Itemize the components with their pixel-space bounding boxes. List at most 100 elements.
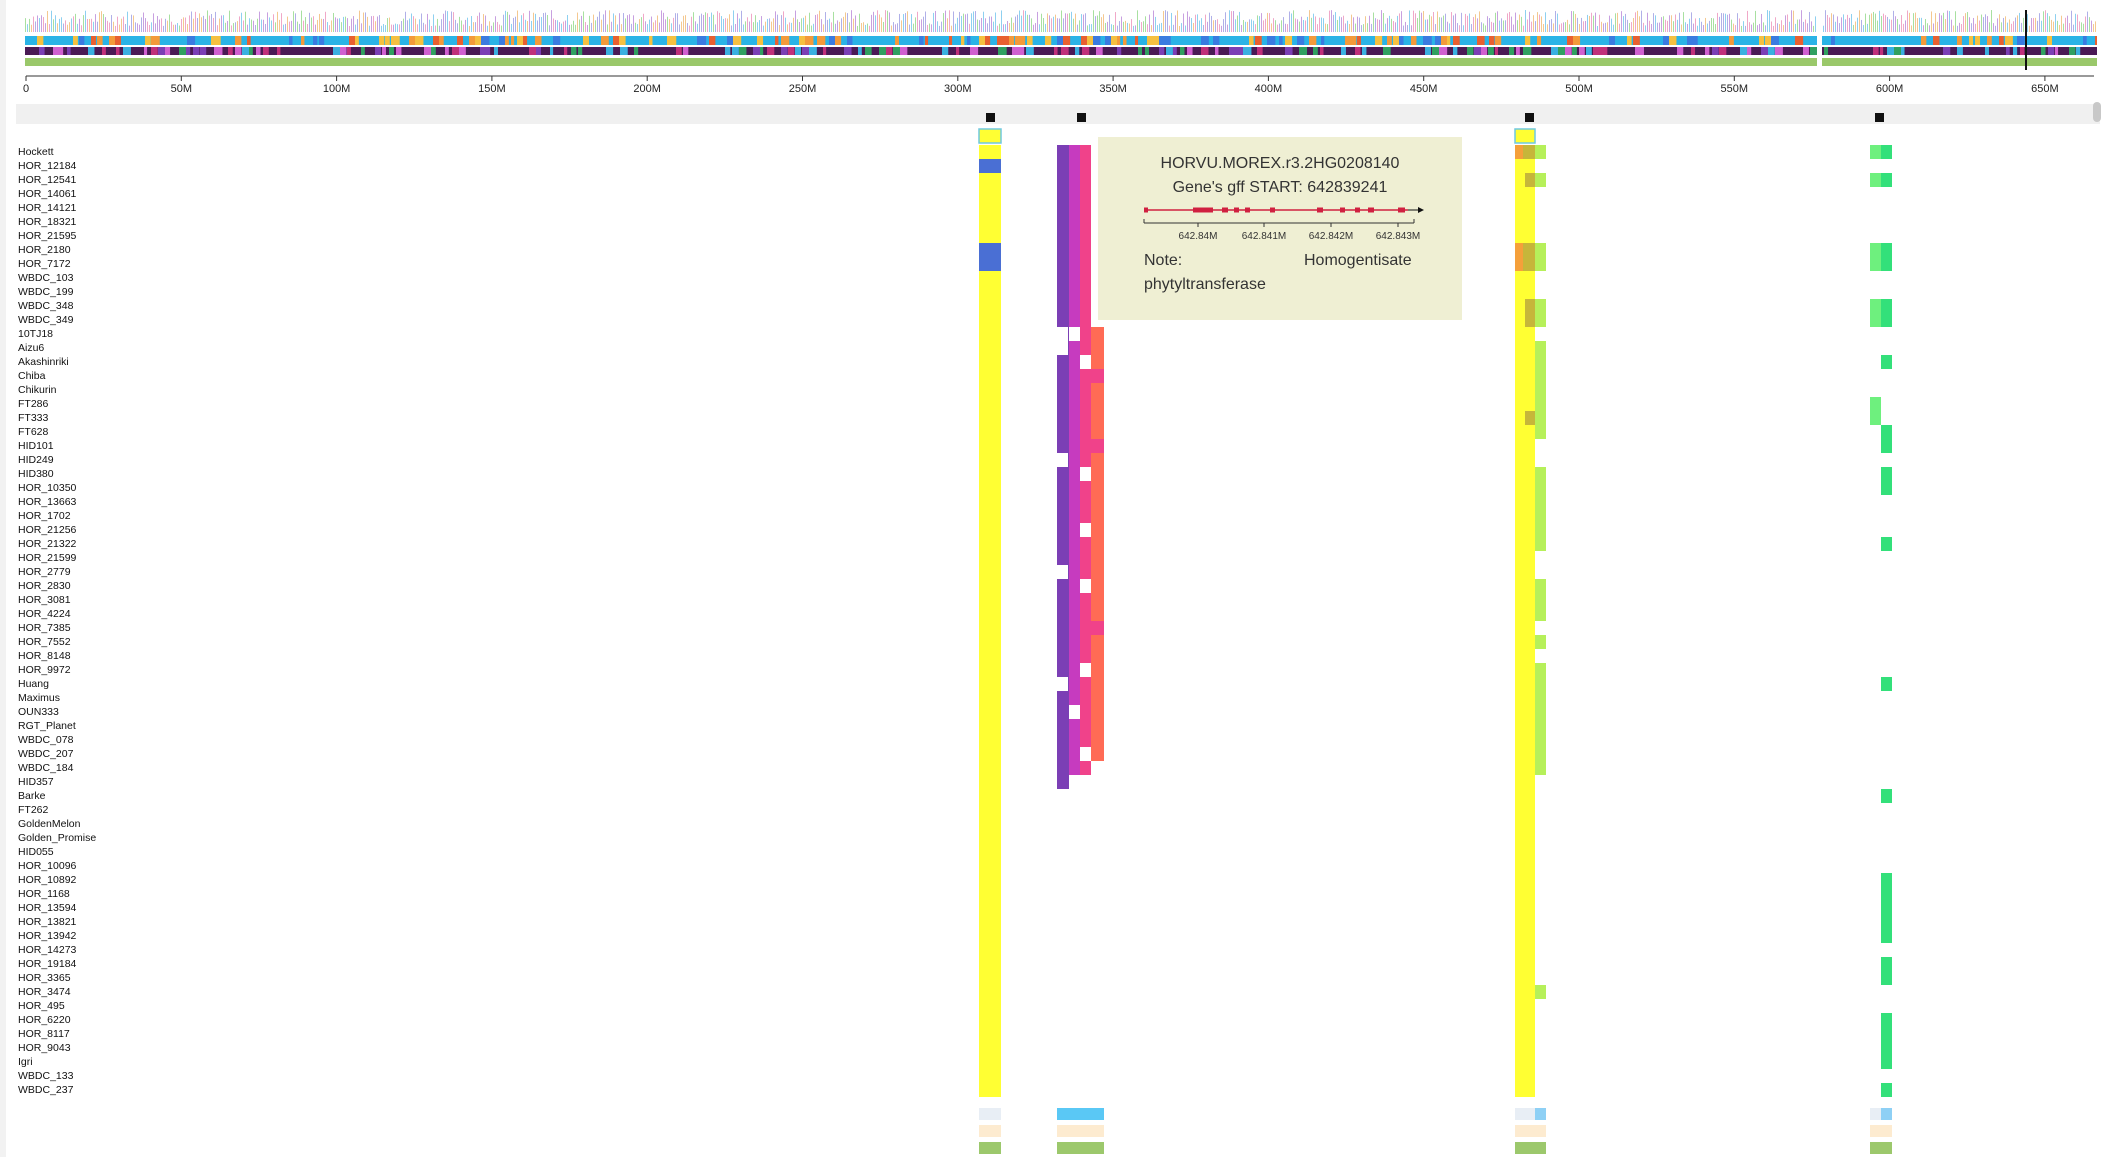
sample-label[interactable]: HOR_19184 <box>18 958 77 970</box>
sample-label[interactable]: HOR_13594 <box>18 902 77 914</box>
sample-label[interactable]: HOR_2830 <box>18 580 71 592</box>
block-handle-4[interactable] <box>1875 113 1884 122</box>
sample-label[interactable]: Akashinriki <box>18 356 69 368</box>
sample-label[interactable]: FT286 <box>18 398 49 410</box>
sample-label[interactable]: WBDC_237 <box>18 1084 74 1096</box>
overview-variant-line <box>1459 25 1460 32</box>
sample-label[interactable]: HID357 <box>18 776 54 788</box>
sample-label[interactable]: FT262 <box>18 804 49 816</box>
sample-label[interactable]: HOR_7385 <box>18 622 71 634</box>
sample-label[interactable]: HOR_13663 <box>18 496 77 508</box>
overview-variant-line <box>1539 14 1540 32</box>
sample-label[interactable]: HOR_6220 <box>18 1014 71 1026</box>
overview-variant-line <box>947 18 948 32</box>
block-handle-1[interactable] <box>986 113 995 122</box>
sample-label[interactable]: HOR_12541 <box>18 174 77 186</box>
sample-label[interactable]: HOR_9043 <box>18 1042 71 1054</box>
sample-label[interactable]: Maximus <box>18 692 61 704</box>
overview-variant-line <box>213 17 214 32</box>
sample-label[interactable]: WBDC_349 <box>18 314 74 326</box>
sample-label[interactable]: HOR_7172 <box>18 258 71 270</box>
sample-label[interactable]: Barke <box>18 790 46 802</box>
sample-label[interactable]: RGT_Planet <box>18 720 76 732</box>
sample-label[interactable]: HOR_495 <box>18 1000 65 1012</box>
overview-variant-line <box>1203 24 1204 32</box>
sample-label[interactable]: HOR_9972 <box>18 664 71 676</box>
sample-label[interactable]: WBDC_184 <box>18 762 74 774</box>
summary-row-2 <box>1057 1125 1104 1137</box>
overview-variant-line <box>605 10 606 32</box>
sample-label[interactable]: HOR_7552 <box>18 636 71 648</box>
sample-label[interactable]: WBDC_103 <box>18 272 74 284</box>
sample-label[interactable]: HOR_4224 <box>18 608 71 620</box>
sample-label[interactable]: Chiba <box>18 370 46 382</box>
scrollbar-thumb[interactable] <box>2093 102 2101 122</box>
sample-label[interactable]: HID249 <box>18 454 54 466</box>
sample-label[interactable]: HOR_12184 <box>18 160 77 172</box>
sample-label[interactable]: Hockett <box>18 146 54 158</box>
sample-label[interactable]: FT628 <box>18 426 49 438</box>
sample-label[interactable]: FT333 <box>18 412 49 424</box>
sample-label[interactable]: HOR_8117 <box>18 1028 70 1040</box>
overview-variant-line <box>1447 21 1448 32</box>
sample-label[interactable]: Golden_Promise <box>18 832 97 844</box>
overview-track-segment <box>375 47 381 55</box>
sample-label[interactable]: Igri <box>18 1056 33 1068</box>
overview-variant-line <box>71 18 72 32</box>
sample-label[interactable]: Huang <box>18 678 49 690</box>
overview-variant-line <box>1159 23 1160 32</box>
overview-variant-line <box>403 18 404 32</box>
overview-variant-line <box>1401 11 1402 33</box>
sample-label[interactable]: HOR_14121 <box>18 202 77 214</box>
sample-label[interactable]: HOR_10892 <box>18 874 77 886</box>
sample-label[interactable]: HID380 <box>18 468 54 480</box>
sample-label[interactable]: HOR_14061 <box>18 188 77 200</box>
sample-label[interactable]: HOR_10096 <box>18 860 77 872</box>
sample-label[interactable]: HOR_21595 <box>18 230 77 242</box>
overview-variant-line <box>2011 23 2012 32</box>
sample-label[interactable]: HOR_1702 <box>18 510 71 522</box>
sample-label[interactable]: HOR_1168 <box>18 888 70 900</box>
sample-label[interactable]: HOR_3365 <box>18 972 71 984</box>
sample-label[interactable]: HOR_8148 <box>18 650 71 662</box>
sample-label[interactable]: HOR_10350 <box>18 482 77 494</box>
sample-label[interactable]: HID055 <box>18 846 54 858</box>
overview-variant-line <box>271 20 272 32</box>
sample-label[interactable]: Aizu6 <box>18 342 45 354</box>
overview-variant-line <box>377 16 378 32</box>
sample-label[interactable]: HOR_2779 <box>18 566 71 578</box>
sample-label[interactable]: HOR_21599 <box>18 552 77 564</box>
sample-label[interactable]: Chikurin <box>18 384 57 396</box>
sample-label[interactable]: HID101 <box>18 440 54 452</box>
overview-variant-line <box>1763 22 1764 32</box>
overview-variant-line <box>1955 11 1956 32</box>
sample-label[interactable]: WBDC_207 <box>18 748 74 760</box>
overview-variant-line <box>1667 20 1668 32</box>
sample-label[interactable]: HOR_3081 <box>18 594 71 606</box>
sample-label[interactable]: HOR_13821 <box>18 916 77 928</box>
sample-label[interactable]: WBDC_078 <box>18 734 74 746</box>
overview-variant-line <box>1967 12 1968 32</box>
sample-label[interactable]: HOR_14273 <box>18 944 77 956</box>
region-scroll-strip[interactable] <box>16 104 2100 124</box>
sample-label[interactable]: WBDC_133 <box>18 1070 74 1082</box>
sample-label[interactable]: HOR_2180 <box>18 244 71 256</box>
genome-overview[interactable] <box>25 10 2097 70</box>
sample-label[interactable]: HOR_13942 <box>18 930 77 942</box>
sample-label[interactable]: HOR_21256 <box>18 524 77 536</box>
overview-variant-line <box>1797 19 1798 32</box>
sample-label[interactable]: GoldenMelon <box>18 818 81 830</box>
block-handle-3[interactable] <box>1525 113 1534 122</box>
sample-label[interactable]: OUN333 <box>18 706 59 718</box>
sample-label[interactable]: WBDC_348 <box>18 300 74 312</box>
sample-label[interactable]: WBDC_199 <box>18 286 74 298</box>
overview-variant-line <box>2065 17 2066 32</box>
block-handle-2[interactable] <box>1077 113 1086 122</box>
sample-label[interactable]: HOR_3474 <box>18 986 71 998</box>
sample-label[interactable]: 10TJ18 <box>18 328 54 340</box>
sample-label[interactable]: HOR_18321 <box>18 216 77 228</box>
overview-variant-line <box>1771 21 1772 32</box>
overview-variant-line <box>1219 24 1220 32</box>
sample-label[interactable]: HOR_21322 <box>18 538 77 550</box>
